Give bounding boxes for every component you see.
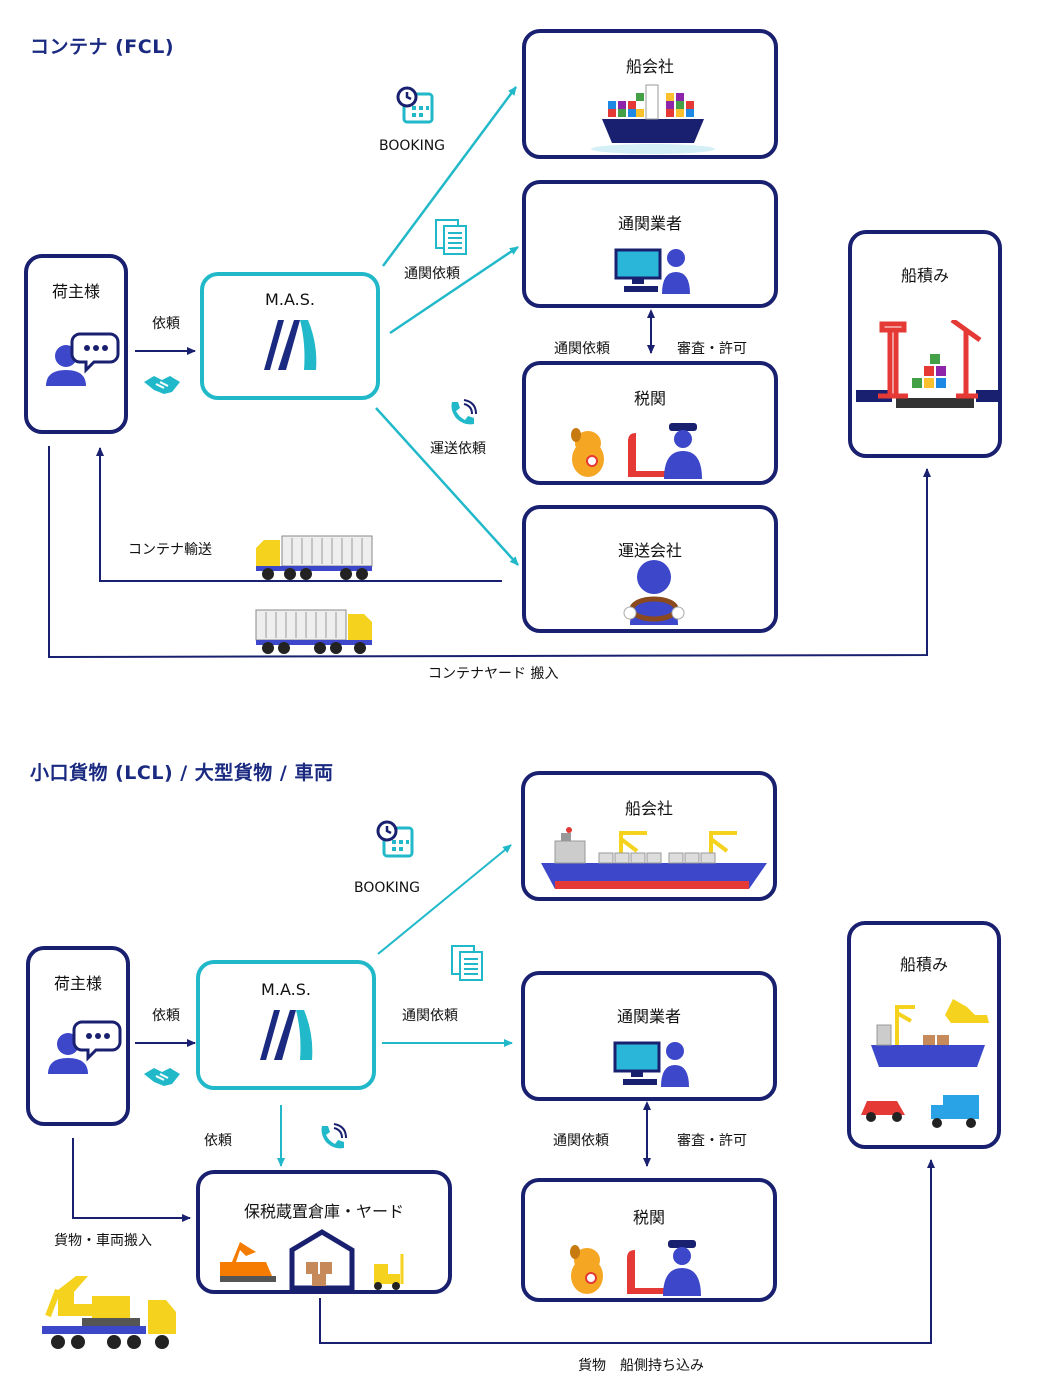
fcl-label-container-transport: コンテナ輸送 [128,542,212,558]
lcl-warehouse-box: 保税蔵置倉庫・ヤード [196,1170,452,1294]
fcl-customs-broker-label: 通関業者 [617,214,682,233]
lcl-label-request: 依頼 [152,1008,180,1024]
fcl-arrow-container-transport [96,447,502,582]
fcl-section-title: コンテナ (FCL) [30,36,175,58]
lcl-label-customs-request: 通関依頼 [402,1008,458,1024]
shipper-chat-icon [46,332,120,386]
lcl-warehouse-label: 保税蔵置倉庫・ヤード [243,1202,404,1221]
port-crane-icon [856,320,998,408]
fcl-mas-label: M.A.S. [265,290,315,309]
lcl-label-request-down: 依頼 [204,1133,232,1149]
warehouse-equipment-icon [220,1229,404,1290]
fcl-arrow-mas-transport [375,407,519,566]
fcl-shipping-company-box: 船会社 [522,29,778,159]
phone-icon [451,399,477,425]
vehicle-loading-icon [861,999,989,1128]
calendar-clock-icon [396,86,434,124]
lcl-arrow-cargo-in [72,1138,191,1222]
lcl-label-cargo-in: 貨物・車両搬入 [54,1233,152,1249]
fcl-loading-label: 船積み [900,266,949,285]
customs-officer-icon [571,423,702,479]
lcl-mas-label: M.A.S. [261,980,311,999]
truck-driver-icon [623,560,685,625]
fcl-label-yard: コンテナヤード 搬入 [428,666,559,682]
fcl-arrow-mas-broker [389,245,519,335]
fcl-shipping-company-label: 船会社 [625,57,674,76]
truck-container-icon-right [256,535,373,580]
fcl-label-review: 審査・許可 [677,341,747,357]
mas-logo-icon [260,1010,313,1060]
lcl-section-title: 小口貨物 (LCL) / 大型貨物 / 車両 [30,762,334,784]
fcl-shipper-box: 荷主様 [24,254,128,434]
fcl-mas-box: M.A.S. [200,272,380,400]
cargo-ship-icon [541,827,767,889]
lcl-customs-broker-label: 通関業者 [616,1007,681,1026]
fcl-customs-box: 税関 [522,361,778,485]
container-ship-icon [591,84,715,154]
computer-operator-icon [613,1041,689,1087]
lcl-loading-label: 船積み [899,955,948,974]
computer-operator-icon [614,248,690,294]
customs-officer-icon [570,1240,701,1296]
fcl-label-customs-request-top: 通関依頼 [404,266,460,282]
fcl-shipper-label: 荷主様 [51,282,100,301]
phone-icon [321,1123,347,1149]
lcl-customs-broker-box: 通関業者 [521,971,777,1101]
fcl-customs-broker-box: 通関業者 [522,180,778,308]
truck-container-icon-left [255,609,372,654]
lcl-shipping-company-box: 船会社 [521,771,777,901]
lcl-loading-box: 船積み [847,921,1001,1149]
fcl-label-booking: BOOKING [379,138,446,154]
fcl-arrow-mas-shipco [381,86,518,267]
fcl-transport-company-label: 運送会社 [617,541,682,560]
handshake-icon [144,1068,180,1086]
lcl-label-review: 審査・許可 [677,1133,747,1149]
lcl-shipping-company-label: 船会社 [624,799,673,818]
lcl-arrow-cargo-ship [319,1159,935,1344]
lcl-label-cargo-ship: 貨物 船側持ち込み [578,1358,704,1374]
fcl-customs-label: 税関 [633,389,666,408]
lcl-label-booking: BOOKING [354,880,421,896]
mas-logo-icon [264,320,317,370]
lcl-label-customs-request-mid: 通関依頼 [553,1133,609,1149]
lcl-customs-label: 税関 [632,1208,665,1227]
shipper-chat-icon [48,1020,122,1074]
fcl-label-request: 依頼 [152,316,180,332]
lcl-mas-box: M.A.S. [196,960,376,1090]
calendar-clock-icon [376,820,414,858]
fcl-label-customs-request-mid: 通関依頼 [554,341,610,357]
fcl-arrow-yard [48,446,931,659]
lcl-customs-box: 税関 [521,1178,777,1302]
fcl-transport-company-box: 運送会社 [522,505,778,633]
lcl-shipper-label: 荷主様 [53,974,102,993]
fcl-loading-box: 船積み [848,230,1002,458]
lcl-shipper-box: 荷主様 [26,946,130,1126]
documents-icon [451,945,483,981]
fcl-label-transport-request: 運送依頼 [430,441,486,457]
lcl-arrow-mas-shipco [377,844,512,955]
documents-icon [435,219,467,255]
handshake-icon [144,376,180,394]
excavator-truck-icon [42,1276,176,1349]
